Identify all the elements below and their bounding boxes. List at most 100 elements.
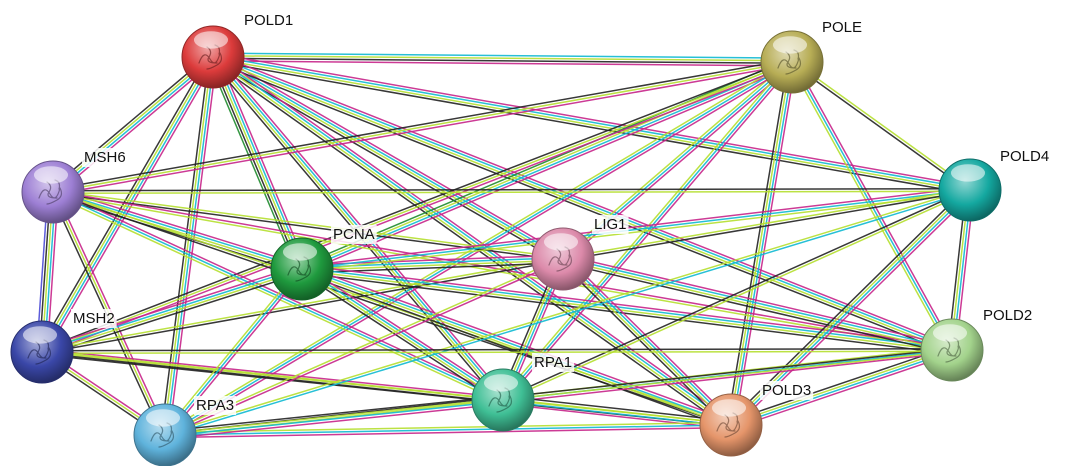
edge-line-textmining bbox=[41, 350, 953, 355]
node-label-lig1: LIG1 bbox=[594, 216, 627, 233]
edge-line-databases bbox=[164, 424, 732, 436]
node-lig1[interactable]: LIG1 bbox=[531, 215, 629, 291]
node-pold3[interactable]: POLD3 bbox=[699, 381, 814, 457]
node-rpa1[interactable]: RPA1 bbox=[471, 353, 575, 432]
edge-line-textmining bbox=[561, 259, 731, 427]
edge-line-experiments bbox=[165, 403, 504, 440]
node-pold1[interactable]: POLD1 bbox=[181, 11, 296, 89]
node-label-background bbox=[71, 309, 117, 328]
edge-line-experiments bbox=[503, 351, 953, 404]
edge-line-databases bbox=[53, 190, 303, 269]
edge-line-textmining bbox=[212, 54, 793, 62]
edge-pold3-rpa1 bbox=[502, 395, 732, 430]
edge-msh6-lig1 bbox=[52, 189, 564, 262]
node-highlight bbox=[483, 374, 519, 392]
node-highlight bbox=[543, 233, 579, 251]
edge-lig1-pold2 bbox=[561, 254, 954, 355]
edge-line-textmining bbox=[164, 397, 503, 435]
edge-line-coexpression bbox=[299, 271, 502, 404]
edge-line-databases bbox=[165, 57, 216, 436]
node-highlight bbox=[145, 409, 181, 427]
edge-line-databases bbox=[213, 55, 733, 425]
node-label-pold4: POLD4 bbox=[1000, 148, 1049, 165]
edge-line-coexpression bbox=[726, 61, 789, 425]
edge-line-coexpression bbox=[210, 59, 562, 264]
edge-line-textmining bbox=[52, 192, 952, 353]
edge-line-coexpression bbox=[42, 259, 564, 355]
edge-rpa1-rpa3 bbox=[164, 395, 504, 440]
edge-line-experiments bbox=[212, 60, 793, 67]
edge-line-textmining bbox=[301, 259, 564, 272]
edge-pold1-rpa3 bbox=[160, 56, 218, 436]
node-highlight bbox=[932, 324, 968, 342]
edge-pold4-rpa1 bbox=[502, 188, 971, 402]
edge-line-coexpression bbox=[211, 59, 951, 355]
edge-line-experiments bbox=[168, 57, 218, 436]
edge-pold1-pold2 bbox=[211, 52, 954, 355]
node-pold2[interactable]: POLD2 bbox=[920, 306, 1035, 382]
node-label-background bbox=[242, 11, 296, 30]
node-highlight bbox=[711, 399, 747, 417]
node-label-rpa3: RPA3 bbox=[196, 397, 234, 414]
edge-line-coexpression bbox=[40, 58, 792, 351]
edge-line-databases bbox=[53, 57, 215, 194]
edge-line-experiments bbox=[214, 52, 566, 257]
node-msh6[interactable]: MSH6 bbox=[21, 148, 128, 224]
edge-line-coexpression bbox=[302, 262, 564, 274]
edge-pold1-pold4 bbox=[212, 52, 971, 195]
edge-line-textmining bbox=[728, 61, 792, 425]
edge-line-coexpression bbox=[41, 347, 953, 352]
edge-line-textmining bbox=[164, 421, 732, 434]
edge-line-experiments bbox=[55, 59, 216, 196]
edge-line-experiments bbox=[53, 189, 953, 350]
edge-line-textmining bbox=[212, 57, 563, 261]
edge-pole-pold3 bbox=[726, 61, 797, 426]
edge-line-coexpression bbox=[164, 395, 503, 432]
edge-line-databases bbox=[213, 55, 953, 350]
edge-pold1-pole bbox=[212, 52, 793, 67]
edge-line-textmining bbox=[789, 62, 951, 352]
node-pcna[interactable]: PCNA bbox=[270, 225, 377, 301]
edge-line-textmining bbox=[562, 187, 970, 259]
edge-line-databases bbox=[731, 350, 953, 427]
node-label-background bbox=[820, 18, 865, 37]
edge-line-experiments bbox=[504, 63, 795, 403]
node-pold4[interactable]: POLD4 bbox=[938, 147, 1052, 222]
edge-line-coexpression bbox=[160, 56, 210, 435]
edge-line-textmining bbox=[41, 256, 563, 352]
node-msh2[interactable]: MSH2 bbox=[10, 309, 117, 384]
node-pole[interactable]: POLE bbox=[760, 18, 865, 94]
edge-pcna-pold2 bbox=[301, 264, 953, 355]
edge-line-textmining bbox=[212, 57, 952, 352]
edge-line-textmining bbox=[792, 60, 972, 190]
edge-msh6-pold2 bbox=[52, 189, 953, 353]
edge-line-textmining bbox=[162, 56, 213, 435]
edge-pold4-msh6 bbox=[52, 187, 971, 195]
edge-line-databases bbox=[302, 62, 793, 271]
edge-line-coexpression bbox=[52, 187, 971, 192]
edge-line-coexpression bbox=[300, 271, 730, 430]
edge-line-experiments bbox=[734, 62, 797, 426]
edge-line-experiments bbox=[40, 264, 302, 350]
edge-pcna-pold3 bbox=[300, 264, 733, 430]
edge-line-coexpression bbox=[561, 262, 952, 355]
node-rpa3[interactable]: RPA3 bbox=[133, 396, 237, 466]
edge-pold2-pold3 bbox=[729, 345, 954, 430]
edge-msh2-lig1 bbox=[41, 256, 564, 355]
edge-line-textmining bbox=[301, 269, 731, 427]
node-highlight bbox=[193, 31, 229, 49]
edge-line-experiments bbox=[303, 264, 733, 423]
edge-line-databases bbox=[52, 191, 504, 401]
edge-line-databases bbox=[302, 266, 953, 350]
edge-line-textmining bbox=[500, 59, 791, 399]
edge-line-experiments bbox=[302, 264, 953, 347]
edge-line-textmining bbox=[212, 57, 970, 193]
edge-line-textmining bbox=[41, 61, 793, 353]
edge-line-textmining bbox=[562, 259, 952, 353]
node-highlight bbox=[282, 243, 318, 261]
edge-line-textmining bbox=[503, 397, 732, 425]
edge-pold1-lig1 bbox=[210, 52, 566, 264]
node-highlight bbox=[950, 164, 986, 182]
edge-line-coexpression bbox=[503, 395, 732, 422]
